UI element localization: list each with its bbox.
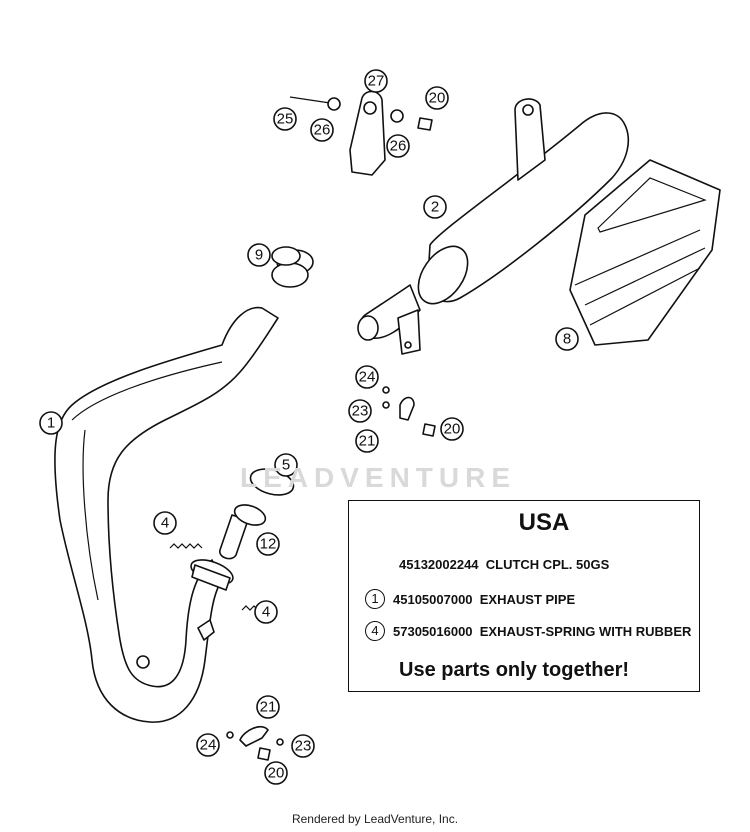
callout-number: 20 — [268, 765, 285, 782]
part-callout-4: 4 — [254, 600, 278, 624]
callout-number: 5 — [282, 457, 290, 474]
part-callout-27: 27 — [364, 69, 388, 93]
item-part-number: 45105007000 — [393, 591, 473, 607]
clamp-hardware-lower — [226, 725, 284, 761]
callout-number: 21 — [260, 699, 277, 716]
part-callout-21: 21 — [256, 695, 280, 719]
spring-drawing-left — [169, 543, 203, 549]
item-description: EXHAUST-SPRING WITH RUBBER — [479, 623, 692, 639]
kit-row: 45132002244 CLUTCH CPL. 50GS — [399, 557, 609, 572]
callout-number: 1 — [47, 415, 55, 432]
usage-note: Use parts only together! — [399, 659, 630, 681]
part-callout-20: 20 — [264, 761, 288, 785]
part-callout-9: 9 — [247, 243, 271, 267]
callout-number: 12 — [260, 536, 277, 553]
callout-number: 26 — [390, 138, 407, 155]
item-ref-badge: 4 — [365, 621, 385, 641]
part-callout-20: 20 — [440, 417, 464, 441]
part-callout-25: 25 — [273, 107, 297, 131]
callout-number: 8 — [563, 331, 571, 348]
callout-number: 23 — [352, 403, 369, 420]
part-callout-23: 23 — [348, 399, 372, 423]
part-callout-2: 2 — [423, 195, 447, 219]
muffler-guard-drawing — [569, 159, 721, 346]
callout-number: 21 — [359, 433, 376, 450]
callout-number: 4 — [161, 515, 169, 532]
callout-number: 26 — [314, 122, 331, 139]
kit-part-number: 45132002244 — [399, 557, 479, 572]
part-callout-24: 24 — [355, 365, 379, 389]
part-callout-12: 12 — [256, 532, 280, 556]
callout-number: 23 — [295, 738, 312, 755]
watermark: LEADVENTURE — [240, 462, 517, 493]
part-callout-21: 21 — [355, 429, 379, 453]
part-callout-26: 26 — [310, 118, 334, 142]
callout-number: 27 — [368, 73, 385, 90]
part-callout-4: 4 — [153, 511, 177, 535]
kit-description: CLUTCH CPL. 50GS — [485, 557, 610, 572]
callout-number: 9 — [255, 247, 263, 264]
usa-parts-box: USA 45132002244 CLUTCH CPL. 50GS 1 45105… — [348, 500, 700, 692]
callout-number: 20 — [429, 90, 446, 107]
clamp-hardware-upper — [382, 386, 436, 437]
part-callout-24: 24 — [196, 733, 220, 757]
item-ref-badge: 1 — [365, 589, 385, 609]
item-description: EXHAUST PIPE — [479, 591, 576, 607]
callout-number: 24 — [200, 737, 217, 754]
callout-number: 4 — [262, 604, 270, 621]
item-part-number: 57305016000 — [393, 623, 473, 639]
part-callout-26: 26 — [386, 134, 410, 158]
usa-item-row: 1 45105007000 EXHAUST PIPE — [365, 589, 575, 609]
part-callout-23: 23 — [291, 734, 315, 758]
callout-number: 24 — [359, 369, 376, 386]
sleeve-drawing — [219, 504, 267, 560]
grommet-drawing — [271, 246, 314, 288]
footer-credit: Rendered by LeadVenture, Inc. — [291, 812, 459, 826]
callout-number: 25 — [277, 111, 294, 128]
part-callout-5: 5 — [274, 453, 298, 477]
callout-number: 20 — [444, 421, 461, 438]
muffler-drawing — [357, 98, 629, 355]
usa-title: USA — [518, 509, 570, 536]
part-callout-8: 8 — [555, 327, 579, 351]
bracket-drawing — [289, 90, 433, 176]
usa-item-row: 4 57305016000 EXHAUST-SPRING WITH RUBBER — [365, 621, 691, 641]
callout-number: 2 — [431, 199, 439, 216]
part-callout-1: 1 — [39, 411, 63, 435]
part-callout-20: 20 — [425, 86, 449, 110]
